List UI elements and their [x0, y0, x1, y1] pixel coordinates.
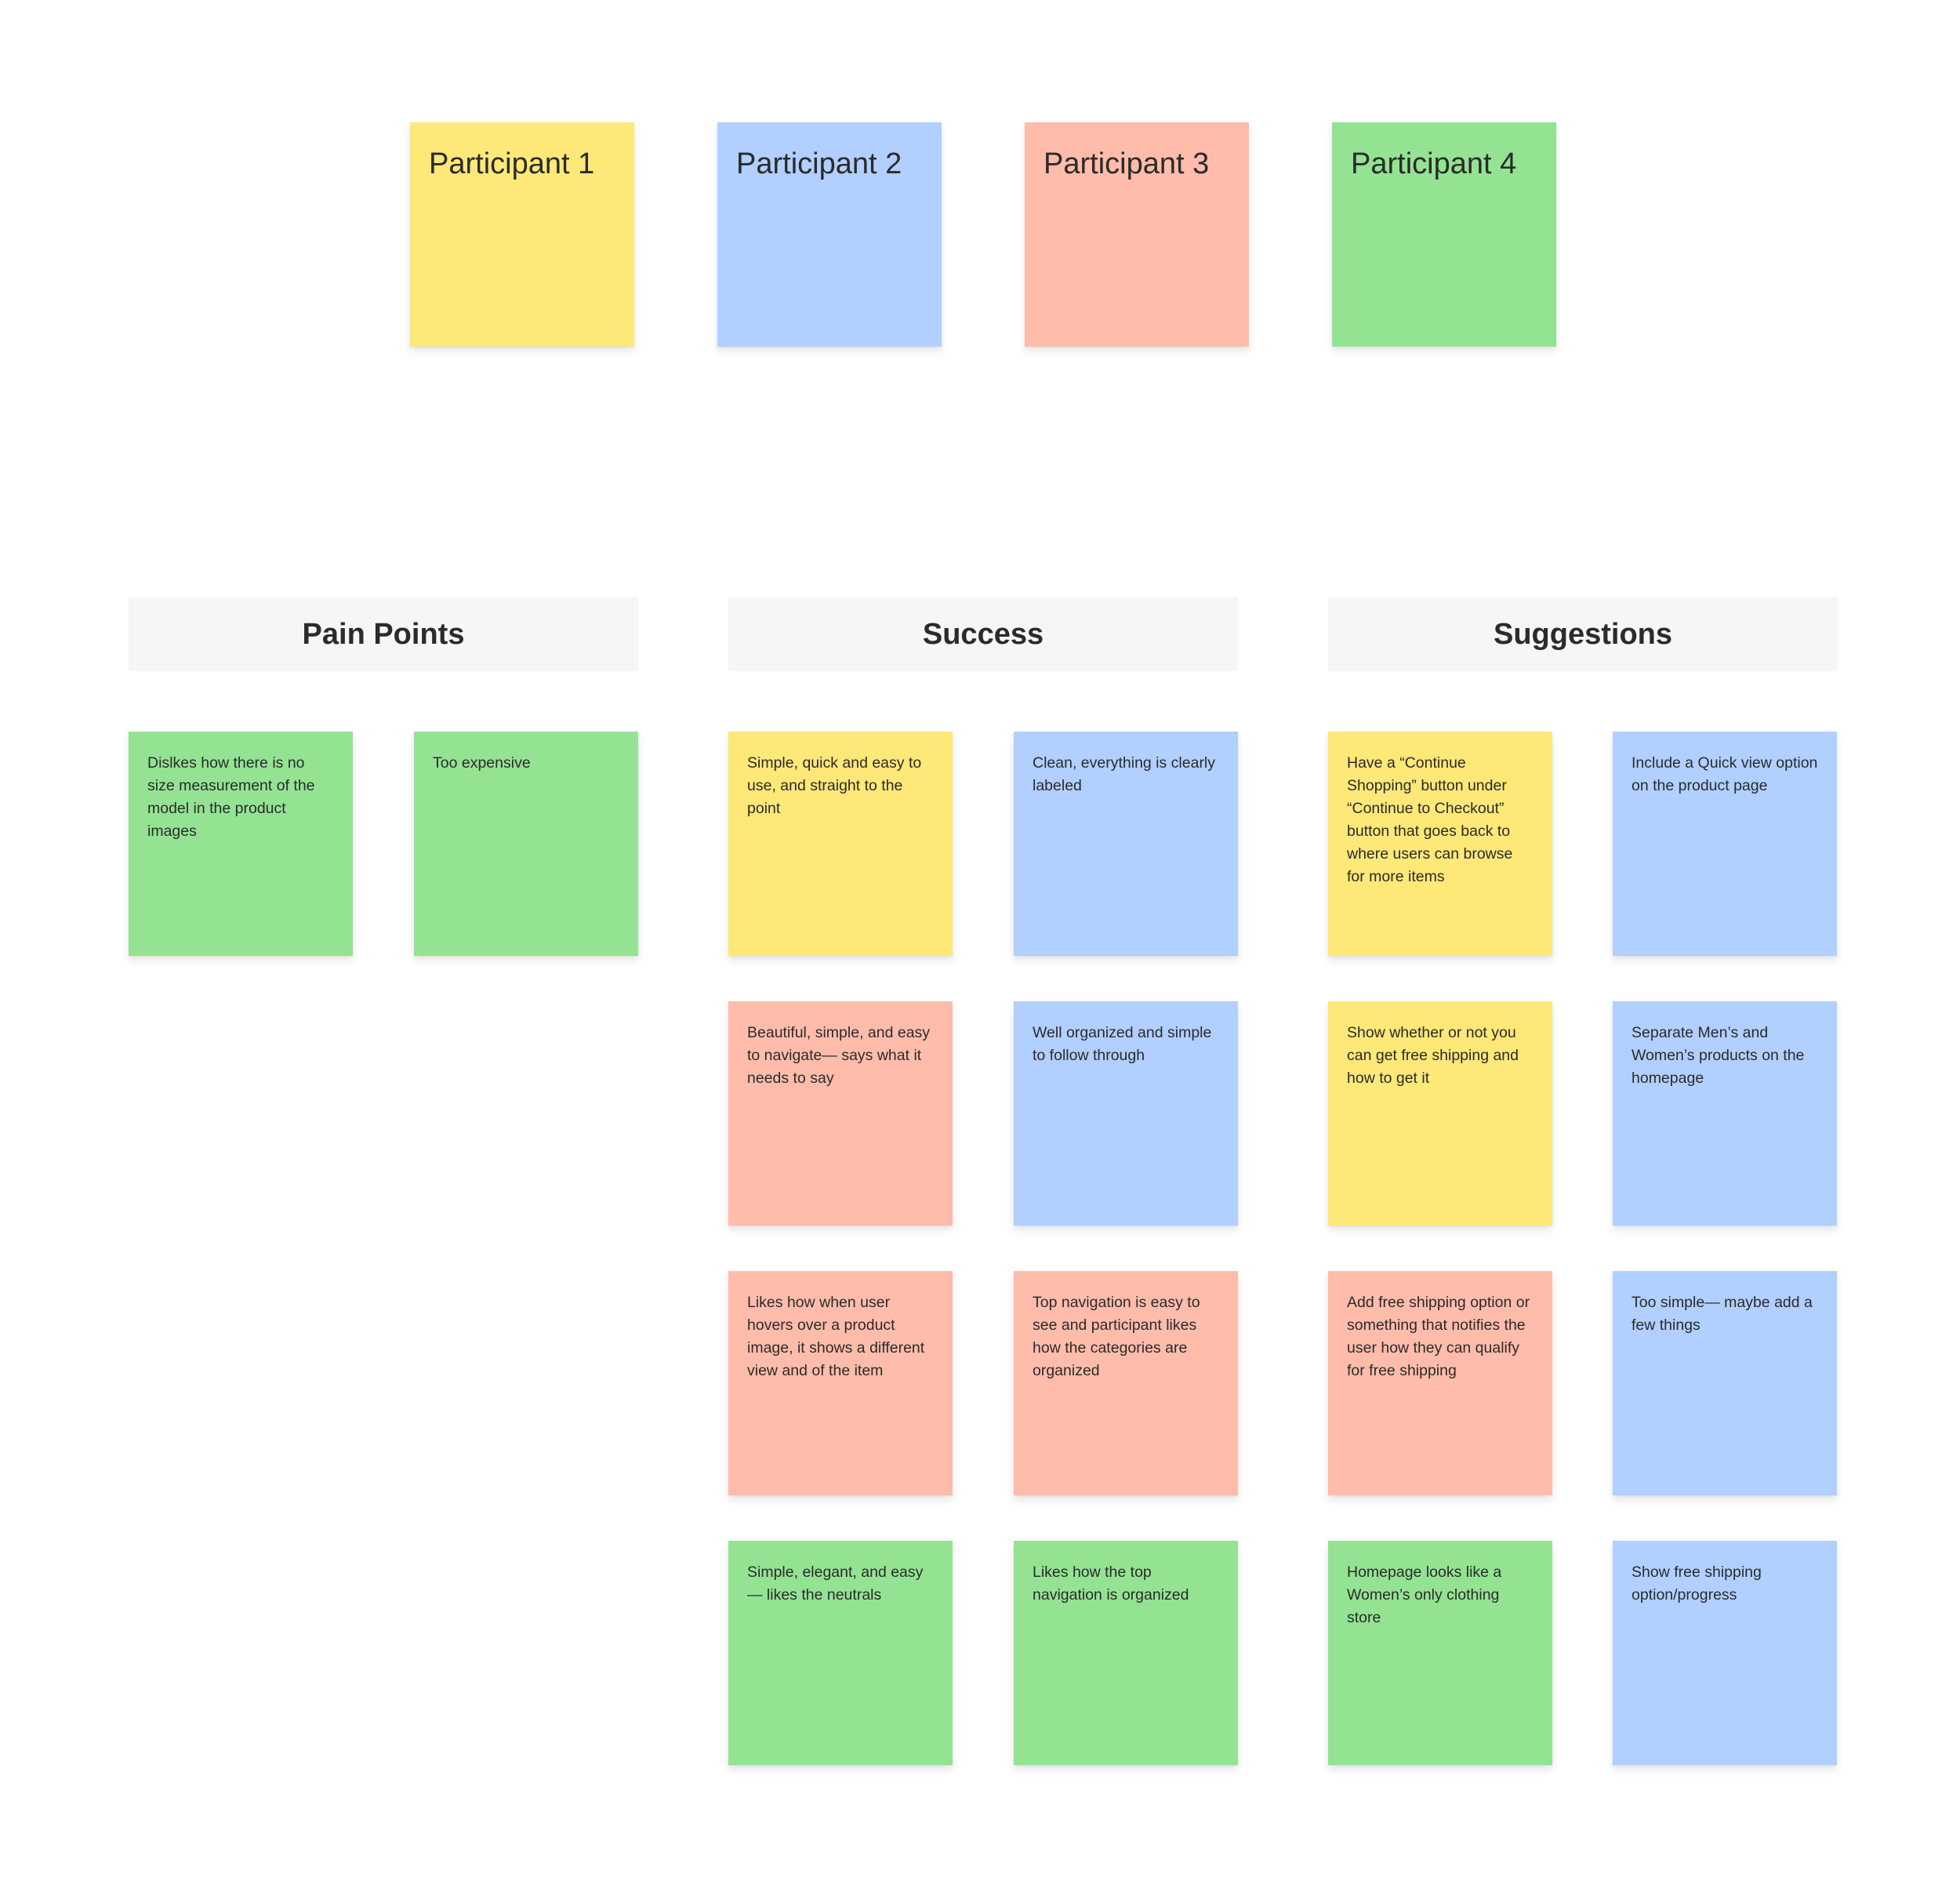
success-note[interactable]: Simple, elegant, and easy — likes the ne…: [728, 1541, 953, 1765]
participant-3-sticky[interactable]: Participant 3: [1025, 122, 1249, 347]
participant-4-sticky[interactable]: Participant 4: [1332, 122, 1556, 347]
suggestions-header[interactable]: Suggestions: [1328, 597, 1838, 671]
note-text: Well organized and simple to follow thro…: [1033, 1024, 1212, 1064]
participant-3-label: Participant 3: [1044, 147, 1210, 180]
note-text: Have a “Continue Shopping” button under …: [1347, 754, 1513, 885]
note-text: Simple, quick and easy to use, and strai…: [747, 754, 922, 817]
participant-1-label: Participant 1: [429, 147, 595, 180]
note-text: Include a Quick view option on the produ…: [1632, 754, 1818, 794]
suggestion-note[interactable]: Show free shipping option/progress: [1613, 1541, 1837, 1765]
note-text: Likes how the top navigation is organize…: [1033, 1564, 1189, 1604]
participant-4-label: Participant 4: [1351, 147, 1517, 180]
success-note[interactable]: Simple, quick and easy to use, and strai…: [728, 732, 953, 956]
suggestion-note[interactable]: Include a Quick view option on the produ…: [1613, 732, 1837, 956]
note-text: Homepage looks like a Women’s only cloth…: [1347, 1564, 1502, 1626]
note-text: Likes how when user hovers over a produc…: [747, 1294, 925, 1379]
note-text: Show whether or not you can get free shi…: [1347, 1024, 1519, 1087]
success-note[interactable]: Well organized and simple to follow thro…: [1014, 1001, 1238, 1226]
suggestion-note[interactable]: Homepage looks like a Women’s only cloth…: [1328, 1541, 1552, 1765]
note-text: Simple, elegant, and easy — likes the ne…: [747, 1564, 924, 1604]
pain-point-note[interactable]: Too expensive: [414, 732, 638, 956]
note-text: Dislkes how there is no size measurement…: [147, 754, 315, 840]
success-note[interactable]: Likes how when user hovers over a produc…: [728, 1271, 953, 1495]
note-text: Too simple— maybe add a few things: [1632, 1294, 1813, 1334]
suggestion-note[interactable]: Too simple— maybe add a few things: [1613, 1271, 1837, 1495]
note-text: Clean, everything is clearly labeled: [1033, 754, 1216, 794]
pain-points-header[interactable]: Pain Points: [129, 597, 638, 671]
note-text: Beautiful, simple, and easy to navigate—…: [747, 1024, 931, 1087]
success-note[interactable]: Clean, everything is clearly labeled: [1014, 732, 1238, 956]
suggestion-note[interactable]: Add free shipping option or something th…: [1328, 1271, 1552, 1495]
success-header[interactable]: Success: [728, 597, 1238, 671]
participant-2-label: Participant 2: [736, 147, 902, 180]
success-note[interactable]: Beautiful, simple, and easy to navigate—…: [728, 1001, 953, 1226]
success-title: Success: [922, 617, 1044, 651]
suggestion-note[interactable]: Show whether or not you can get free shi…: [1328, 1001, 1552, 1226]
note-text: Show free shipping option/progress: [1632, 1564, 1762, 1604]
suggestion-note[interactable]: Have a “Continue Shopping” button under …: [1328, 732, 1552, 956]
pain-points-title: Pain Points: [302, 617, 465, 651]
note-text: Separate Men’s and Women’s products on t…: [1632, 1024, 1805, 1087]
suggestion-note[interactable]: Separate Men’s and Women’s products on t…: [1613, 1001, 1837, 1226]
note-text: Too expensive: [433, 754, 531, 772]
participant-1-sticky[interactable]: Participant 1: [410, 122, 634, 347]
note-text: Add free shipping option or something th…: [1347, 1294, 1530, 1379]
success-note[interactable]: Top navigation is easy to see and partic…: [1014, 1271, 1238, 1495]
pain-point-note[interactable]: Dislkes how there is no size measurement…: [129, 732, 353, 956]
note-text: Top navigation is easy to see and partic…: [1033, 1294, 1200, 1379]
suggestions-title: Suggestions: [1493, 617, 1673, 651]
participant-2-sticky[interactable]: Participant 2: [717, 122, 942, 347]
success-note[interactable]: Likes how the top navigation is organize…: [1014, 1541, 1238, 1765]
